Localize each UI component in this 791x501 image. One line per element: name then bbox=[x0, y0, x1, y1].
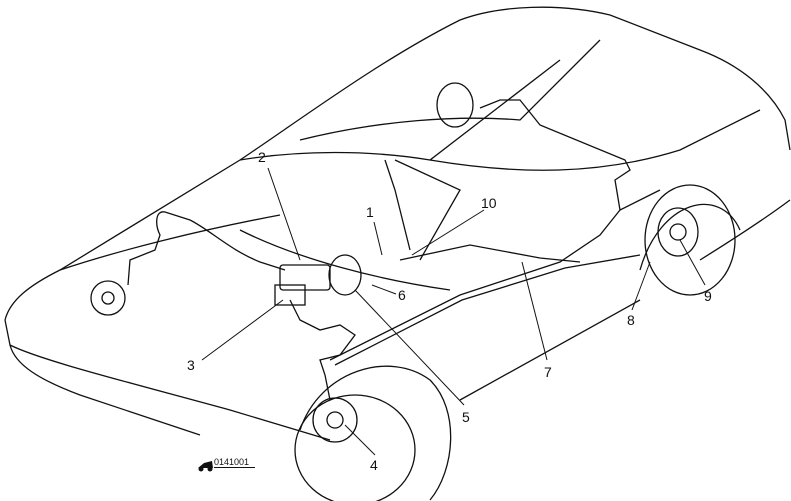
callout-7: 7 bbox=[544, 364, 552, 380]
callout-2: 2 bbox=[258, 149, 266, 165]
callout-1: 1 bbox=[366, 204, 374, 220]
rear-wheel-arch bbox=[639, 203, 741, 271]
front-left-brake-disc bbox=[90, 280, 126, 316]
car-logo-icon bbox=[198, 461, 213, 472]
front-wheel bbox=[294, 394, 416, 501]
leader-lines bbox=[201, 167, 706, 456]
parking-brake-cable bbox=[399, 244, 581, 263]
callout-3: 3 bbox=[187, 357, 195, 373]
brake-line-rear-main bbox=[329, 189, 661, 361]
callout-4: 4 bbox=[370, 457, 378, 473]
brake-line-front-right bbox=[289, 299, 356, 401]
callout-6: 6 bbox=[398, 287, 406, 303]
parking-brake-lever bbox=[384, 159, 411, 251]
figure-code: 0141001 bbox=[214, 457, 256, 468]
rear-left-brake-drum bbox=[436, 82, 474, 128]
callout-5: 5 bbox=[462, 409, 470, 425]
front-left-hub bbox=[101, 291, 115, 305]
pressure-regulator bbox=[274, 284, 306, 306]
front-bumper bbox=[9, 344, 201, 436]
brake-booster bbox=[328, 254, 362, 296]
callout-10: 10 bbox=[481, 195, 497, 211]
rear-right-brake-drum bbox=[657, 207, 699, 257]
roof-line bbox=[239, 59, 761, 171]
brake-line-rear-left bbox=[479, 99, 631, 211]
windshield bbox=[299, 39, 601, 141]
hood-line bbox=[59, 214, 451, 291]
callout-8: 8 bbox=[627, 312, 635, 328]
brake-line-front-left bbox=[127, 211, 286, 286]
front-wheel-arch bbox=[299, 365, 452, 501]
side-lower bbox=[4, 199, 791, 441]
brake-line-rear-main-2 bbox=[334, 254, 641, 366]
front-right-brake-disc bbox=[312, 397, 358, 443]
rear-right-hub bbox=[669, 223, 687, 241]
car-body-outline bbox=[4, 6, 791, 321]
front-right-hub bbox=[326, 411, 344, 429]
callout-9: 9 bbox=[704, 288, 712, 304]
cable-guide bbox=[394, 159, 461, 261]
rear-wheel bbox=[644, 184, 736, 296]
